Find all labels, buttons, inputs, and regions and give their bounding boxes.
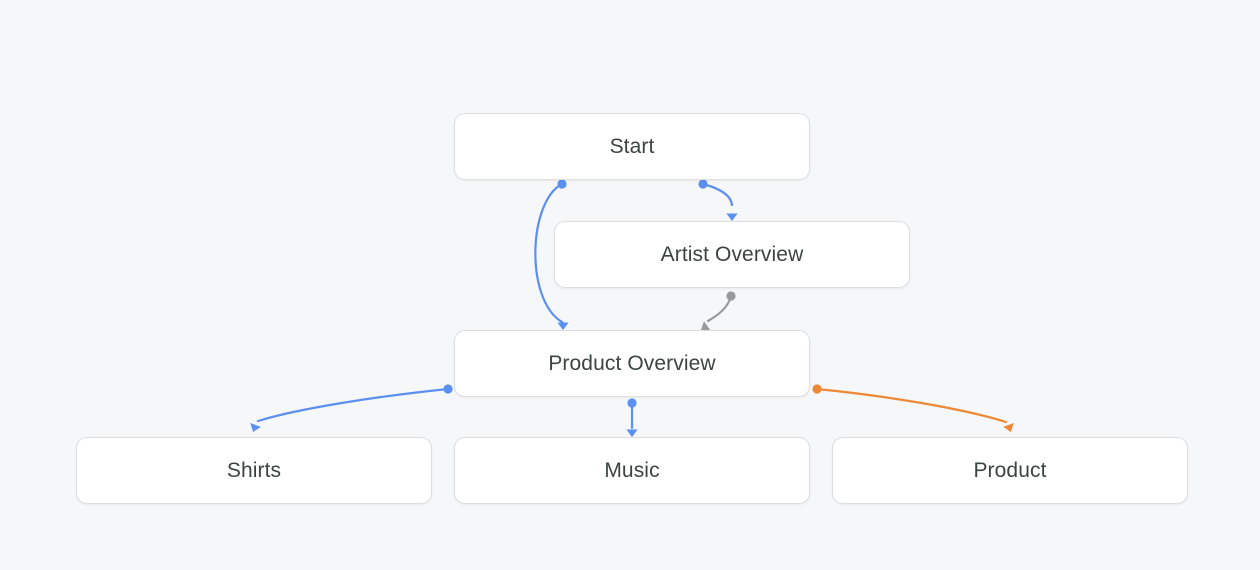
edge-product-overview-to-product [812, 384, 1014, 432]
node-artist-overview[interactable]: Artist Overview [554, 221, 910, 288]
edge-arrowhead [626, 429, 638, 437]
node-label: Music [604, 459, 660, 482]
edge-start-to-artist-overview [698, 179, 738, 221]
edge-arrowhead [1003, 423, 1014, 432]
node-label: Product Overview [548, 352, 716, 375]
edge-artist-overview-to-product-overview [701, 291, 736, 331]
edge-source-dot [627, 398, 637, 408]
edge-arrowhead [250, 423, 261, 432]
node-shirts[interactable]: Shirts [76, 437, 432, 504]
edge-source-dot [812, 384, 822, 394]
edge-path [256, 387, 450, 423]
edge-path [701, 182, 734, 207]
edge-path [706, 294, 733, 323]
edge-product-overview-to-shirts [250, 384, 453, 432]
node-label: Start [609, 135, 655, 158]
node-label: Shirts [226, 459, 282, 482]
edge-arrowhead [557, 322, 569, 330]
edge-source-dot [557, 179, 567, 189]
edge-source-dot [726, 291, 736, 301]
node-product[interactable]: Product [832, 437, 1188, 504]
node-label: Product [973, 459, 1047, 482]
node-music[interactable]: Music [454, 437, 810, 504]
node-label: Artist Overview [660, 243, 804, 266]
edge-arrowhead [726, 213, 738, 221]
node-start[interactable]: Start [454, 113, 810, 180]
node-product-overview[interactable]: Product Overview [454, 330, 810, 397]
edge-product-overview-to-music [626, 398, 638, 437]
edge-source-dot [443, 384, 453, 394]
edge-path [815, 387, 1008, 424]
edge-source-dot [698, 179, 708, 189]
